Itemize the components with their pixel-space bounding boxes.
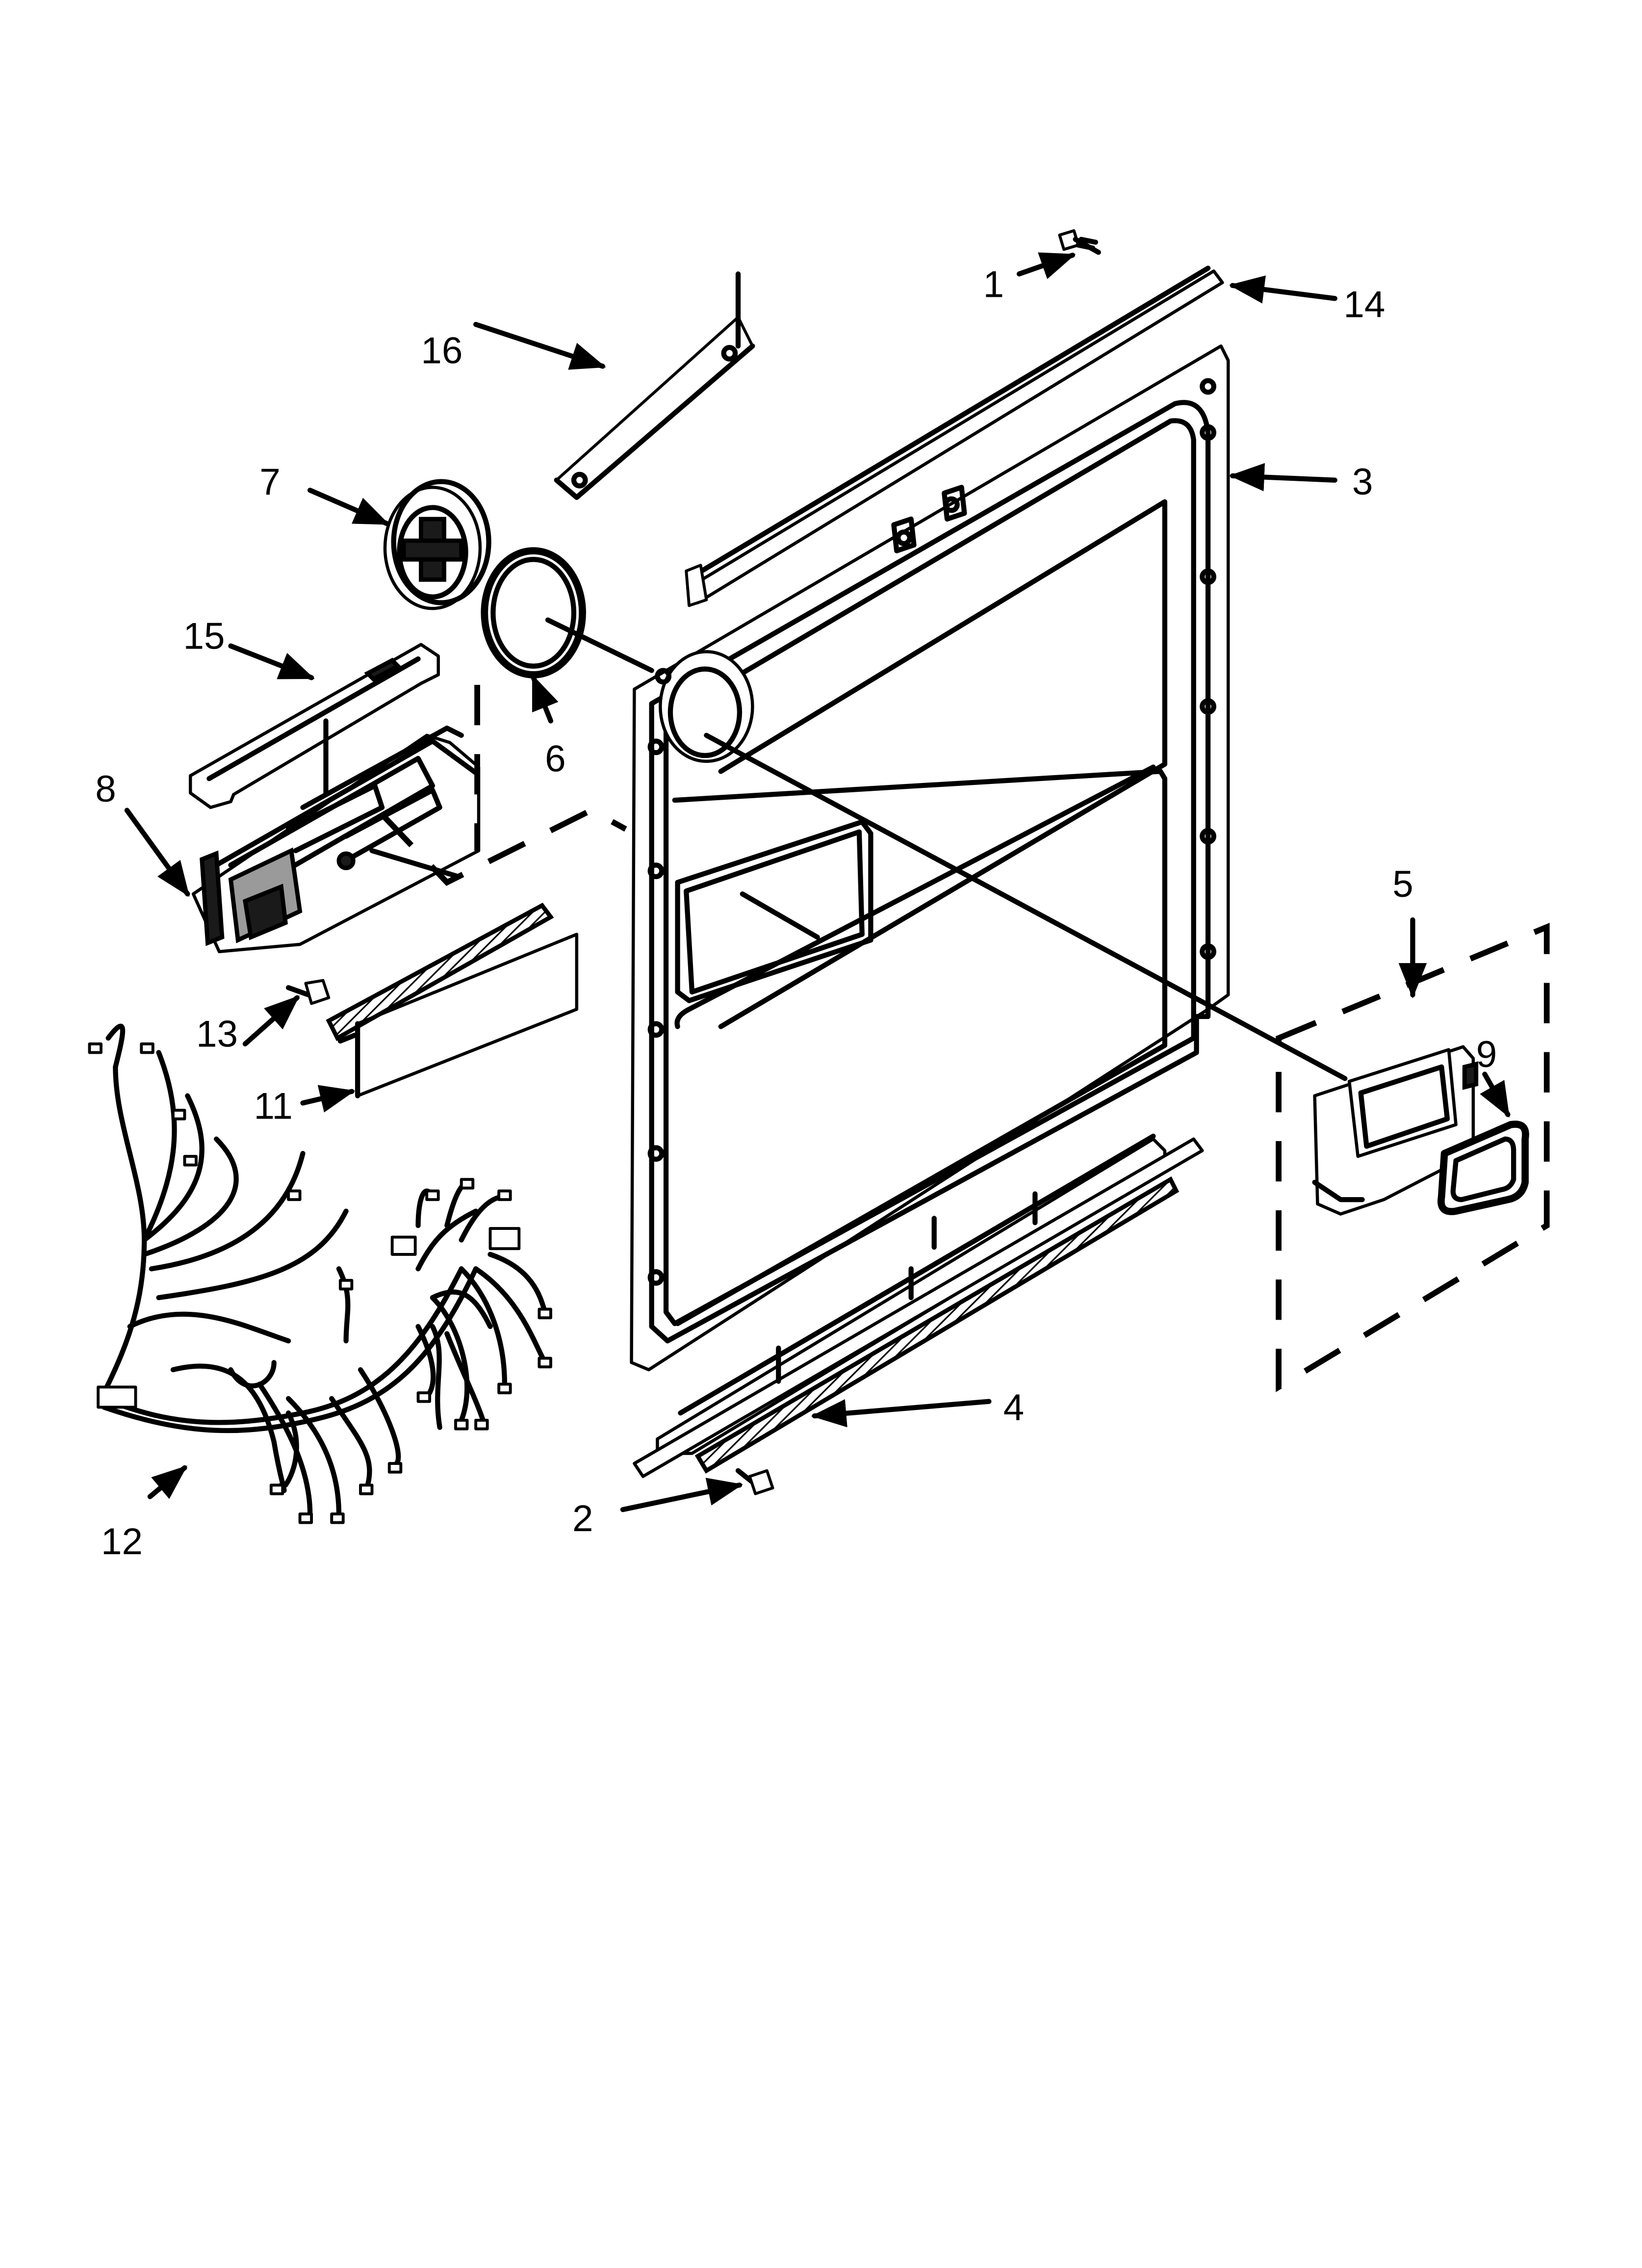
rinse-aid-housing: [1312, 1045, 1479, 1216]
callout-16: 16: [421, 330, 462, 372]
seal-ring: [481, 547, 586, 678]
mounting-bracket: [554, 271, 755, 500]
screw-top: [1058, 229, 1101, 255]
callout-7: 7: [259, 461, 281, 503]
insulation-pad: [326, 902, 579, 1098]
callout-12: 12: [101, 1521, 143, 1563]
rinse-aid-gasket: [1437, 1121, 1529, 1215]
callout-labels: 1 2 3 4 5 6 7 8 9 11 12 13 14 15 16: [95, 263, 1497, 1563]
callout-14: 14: [1343, 284, 1385, 326]
callout-4: 4: [1003, 1387, 1025, 1429]
screw-bottom: [735, 1468, 774, 1495]
top-trim-strip: [685, 265, 1224, 607]
screw-dispenser: [285, 979, 331, 1005]
callout-1: 1: [983, 263, 1004, 305]
leader-arrows: [124, 252, 1511, 1512]
callout-8: 8: [95, 768, 116, 810]
bottom-trim-strip: [633, 1133, 1204, 1478]
callout-13: 13: [196, 1014, 238, 1055]
callout-15: 15: [183, 616, 225, 657]
callout-5: 5: [1392, 863, 1413, 905]
wire-harness: [88, 1023, 552, 1524]
alignment-lines: [381, 617, 1550, 1392]
callout-11: 11: [254, 1086, 293, 1127]
callout-6: 6: [545, 738, 566, 780]
detergent-dispenser: [191, 726, 481, 953]
dispenser-bracket: [188, 643, 440, 809]
callout-2: 2: [572, 1498, 593, 1539]
callout-3: 3: [1352, 461, 1373, 503]
vent-cover: [383, 479, 491, 610]
callout-9: 9: [1476, 1034, 1497, 1075]
